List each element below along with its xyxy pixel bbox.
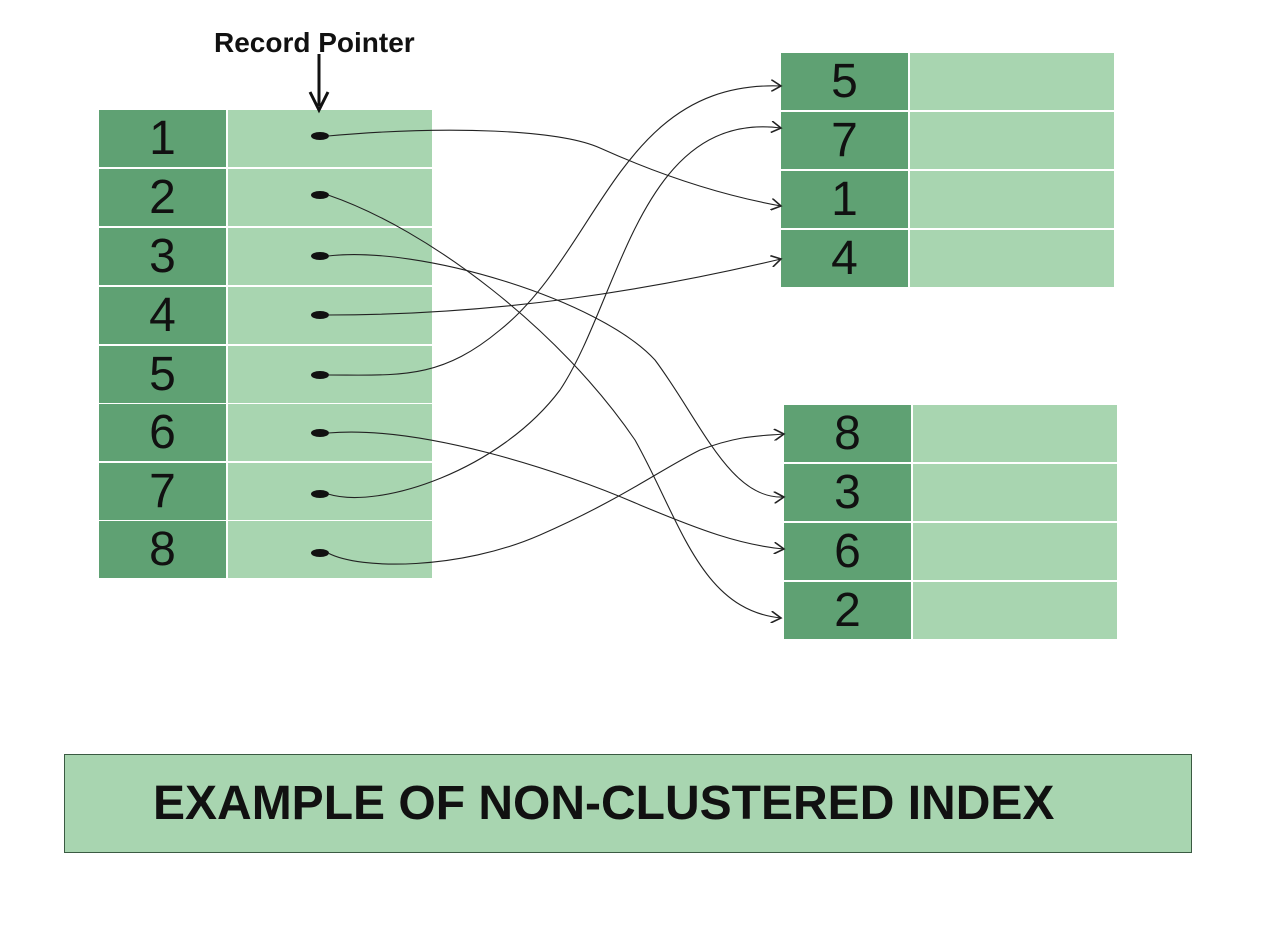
data-key: 6: [784, 523, 911, 580]
index-pointer-cell: [228, 521, 432, 578]
data-row: 6: [784, 523, 1117, 580]
index-row: 4: [99, 287, 432, 344]
index-row: 8: [99, 521, 432, 578]
banner-title: EXAMPLE OF NON-CLUSTERED INDEX: [153, 777, 1055, 830]
index-pointer-cell: [228, 463, 432, 520]
data-key: 3: [784, 464, 911, 521]
record-pointer-label: Record Pointer: [214, 27, 415, 58]
data-row: 1: [781, 171, 1114, 228]
data-row: 8: [784, 405, 1117, 462]
index-key: 2: [99, 169, 226, 226]
index-key: 7: [99, 463, 226, 520]
data-record-cell: [910, 53, 1114, 110]
index-pointer-cell: [228, 346, 432, 403]
record-pointer-arrowhead: [308, 91, 330, 114]
index-key: 6: [99, 404, 226, 461]
index-pointer-cell: [228, 287, 432, 344]
index-key: 3: [99, 228, 226, 285]
data-key: 4: [781, 230, 908, 287]
index-key: 1: [99, 110, 226, 167]
data-key: 8: [784, 405, 911, 462]
index-key: 4: [99, 287, 226, 344]
data-row: 5: [781, 53, 1114, 110]
index-row: 1: [99, 110, 432, 167]
data-key: 7: [781, 112, 908, 169]
data-block-1: 5 7 1 4: [781, 53, 1114, 287]
index-key: 5: [99, 346, 226, 403]
index-row: 2: [99, 169, 432, 226]
data-row: 2: [784, 582, 1117, 639]
data-record-cell: [910, 230, 1114, 287]
index-row: 6: [99, 404, 432, 461]
title-banner: EXAMPLE OF NON-CLUSTERED INDEX: [64, 754, 1192, 853]
data-key: 2: [784, 582, 911, 639]
data-row: 4: [781, 230, 1114, 287]
data-row: 7: [781, 112, 1114, 169]
index-row: 3: [99, 228, 432, 285]
data-record-cell: [913, 523, 1117, 580]
index-row: 5: [99, 346, 432, 403]
index-pointer-cell: [228, 228, 432, 285]
data-block-2: 8 3 6 2: [784, 405, 1117, 639]
data-key: 1: [781, 171, 908, 228]
index-pointer-cell: [228, 169, 432, 226]
index-row: 7: [99, 463, 432, 520]
data-record-cell: [913, 405, 1117, 462]
index-key: 8: [99, 521, 226, 578]
index-table: 1 2 3 4 5 6 7 8: [99, 110, 432, 578]
data-row: 3: [784, 464, 1117, 521]
data-key: 5: [781, 53, 908, 110]
index-pointer-cell: [228, 110, 432, 167]
data-record-cell: [913, 582, 1117, 639]
data-record-cell: [910, 171, 1114, 228]
index-pointer-cell: [228, 404, 432, 461]
data-record-cell: [910, 112, 1114, 169]
data-record-cell: [913, 464, 1117, 521]
